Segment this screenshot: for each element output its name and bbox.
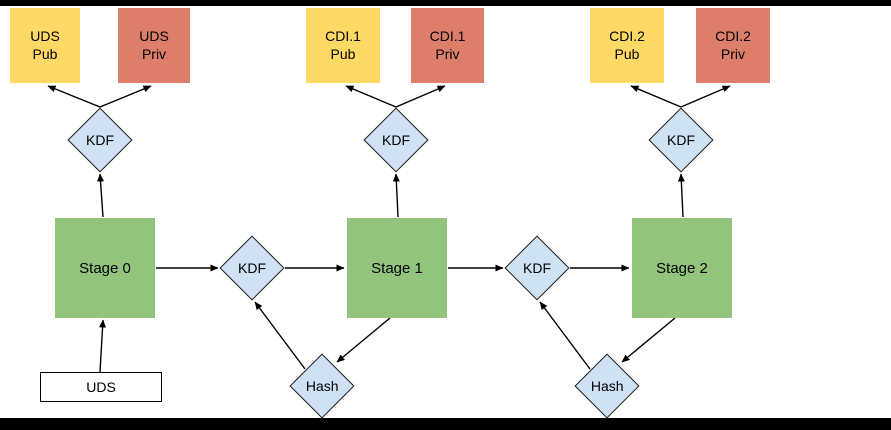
cdi1-pub-box: CDI.1 Pub: [306, 8, 380, 83]
uds-priv-label: UDS Priv: [139, 28, 169, 62]
stage-0-label: Stage 0: [79, 259, 131, 277]
arrow-uds-to-stage0: [99, 319, 107, 373]
kdf-chain-2-label: KDF: [523, 260, 551, 276]
hash-1-label: Hash: [305, 378, 339, 394]
kdf-cdi2-label: KDF: [667, 132, 695, 148]
arrow-stage2-to-kdf-cdi2: [677, 173, 685, 218]
cdi1-pub-label: CDI.1 Pub: [325, 28, 361, 62]
stage-1-label: Stage 1: [371, 259, 423, 277]
uds-secret-box: UDS: [40, 372, 162, 402]
uds-secret-label: UDS: [86, 379, 116, 395]
cdi2-pub-box: CDI.2 Pub: [590, 8, 664, 83]
stage-2-label: Stage 2: [656, 259, 708, 277]
cdi2-priv-label: CDI.2 Priv: [715, 28, 751, 62]
arrow-stage1-to-kdf-cdi1: [392, 173, 400, 218]
arrow-kdf-uds-to-uds-pub: [47, 85, 101, 108]
kdf-chain-1-label: KDF: [238, 260, 266, 276]
arrow-kdf-uds-to-uds-priv: [99, 85, 152, 108]
arrow-hash2-to-chain-kdf2: [539, 301, 591, 370]
cdi2-pub-label: CDI.2 Pub: [609, 28, 645, 62]
arrow-kdf-cdi1-to-cdi1-pub: [345, 85, 397, 108]
stage-1-box: Stage 1: [347, 218, 447, 318]
uds-priv-box: UDS Priv: [118, 8, 190, 83]
kdf-cdi1-label: KDF: [382, 132, 410, 148]
arrow-kdf-cdi1-to-cdi1-priv: [395, 85, 446, 108]
cdi1-priv-box: CDI.1 Priv: [411, 8, 484, 83]
cdi1-priv-label: CDI.1 Priv: [429, 28, 466, 62]
arrow-kdf-cdi2-to-cdi2-priv: [680, 85, 731, 108]
arrow-kdf-cdi2-to-cdi2-pub: [630, 85, 682, 108]
uds-pub-box: UDS Pub: [10, 8, 80, 83]
arrow-stage0-to-kdf-uds: [97, 173, 105, 218]
arrow-stage1-to-hash1: [336, 317, 391, 363]
arrow-stage2-to-hash2: [621, 317, 676, 363]
uds-pub-label: UDS Pub: [30, 28, 60, 62]
kdf-uds-label: KDF: [86, 132, 114, 148]
hash-2-label: Hash: [590, 378, 624, 394]
cdi2-priv-box: CDI.2 Priv: [696, 8, 770, 83]
stage-2-box: Stage 2: [632, 218, 732, 318]
stage-0-box: Stage 0: [55, 218, 155, 318]
arrow-hash1-to-chain-kdf1: [254, 301, 306, 370]
